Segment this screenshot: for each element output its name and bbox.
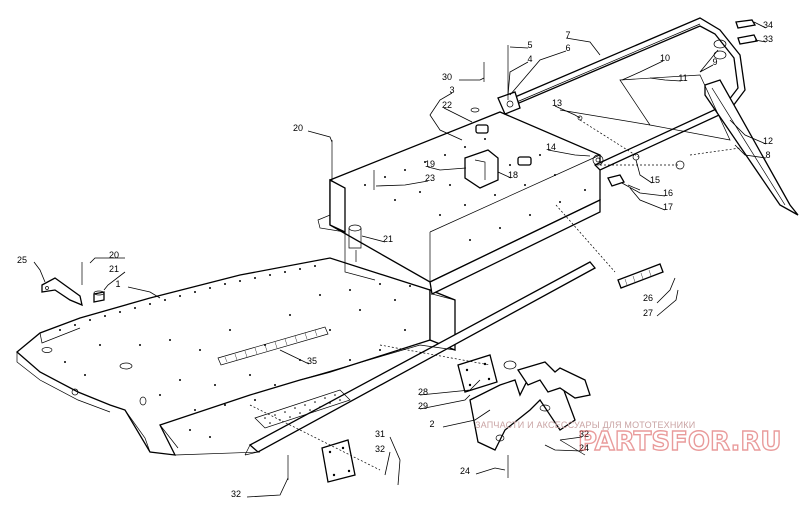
callout-c9: 9 [712, 57, 717, 67]
callout-c28: 28 [418, 387, 428, 397]
callout-c34: 34 [763, 20, 773, 30]
callout-c23: 23 [425, 173, 435, 183]
callout-c32b: 32 [579, 429, 589, 439]
callout-c2: 2 [429, 419, 434, 429]
callout-c13: 13 [552, 98, 562, 108]
callout-c3: 3 [449, 85, 454, 95]
callout-c8: 8 [765, 150, 770, 160]
callout-c16: 16 [663, 188, 673, 198]
callout-c14: 14 [546, 142, 556, 152]
watermark: ЗАПЧАСТИ И АКСЕССУАРЫ ДЛЯ МОТОТЕХНИКИ PA… [475, 420, 782, 458]
callout-c21a: 21 [383, 234, 393, 244]
callout-c27: 27 [643, 308, 653, 318]
watermark-brand: PARTSFOR.RU [578, 427, 781, 457]
callout-c33: 33 [763, 34, 773, 44]
hitch-brackets [457, 354, 591, 456]
rear-bumper-assembly [497, 17, 799, 216]
callout-c20a: 20 [293, 123, 303, 133]
callout-c17: 17 [663, 202, 673, 212]
callout-c22: 22 [442, 100, 452, 110]
callout-c4: 4 [527, 54, 532, 64]
callout-c15: 15 [650, 175, 660, 185]
callout-c30: 30 [442, 72, 452, 82]
callout-c24a: 24 [579, 443, 589, 453]
callout-c18: 18 [508, 170, 518, 180]
callout-c24b: 24 [460, 466, 470, 476]
callout-c19: 19 [425, 159, 435, 169]
callout-c26: 26 [643, 293, 653, 303]
callout-c6: 6 [565, 43, 570, 53]
callout-c32c: 32 [231, 489, 241, 499]
callout-c25: 25 [17, 255, 27, 265]
callout-c5: 5 [527, 40, 532, 50]
callout-c21b: 21 [109, 264, 119, 274]
callout-c20b: 20 [109, 250, 119, 260]
main-tunnel-body [15, 257, 597, 456]
rear-tunnel-section [317, 107, 601, 301]
callout-c29: 29 [418, 401, 428, 411]
watermark-subtitle: ЗАПЧАСТИ И АКСЕССУАРЫ ДЛЯ МОТОТЕХНИКИ [475, 420, 695, 430]
callout-leaders [33, 21, 767, 498]
callout-c1: 1 [115, 279, 120, 289]
callout-c12: 12 [763, 136, 773, 146]
small-hardware [41, 45, 664, 483]
callout-c31: 31 [375, 429, 385, 439]
callout-c35: 35 [307, 356, 317, 366]
callout-c7: 7 [565, 30, 570, 40]
callout-c11: 11 [678, 73, 687, 83]
callout-c10: 10 [660, 53, 670, 63]
callout-c32a: 32 [375, 444, 385, 454]
